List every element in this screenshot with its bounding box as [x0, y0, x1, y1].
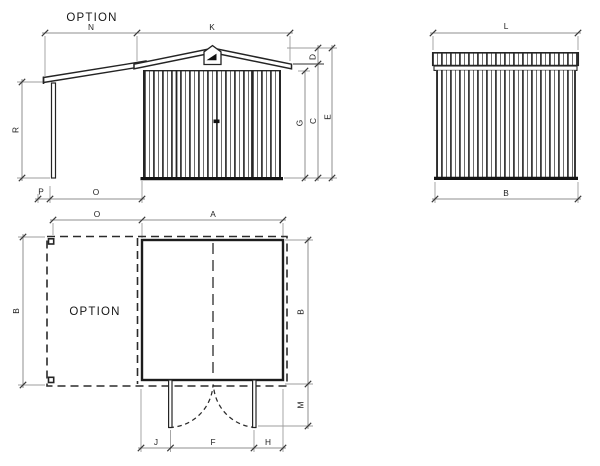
door-leaf-left — [168, 379, 173, 429]
plan-option-label: OPTION — [69, 306, 120, 318]
plan-dim-b-left: B — [11, 233, 45, 389]
plan-double-door — [168, 379, 257, 429]
front-option-awning — [42, 60, 147, 179]
plan-view: O A B OPTION — [11, 209, 313, 452]
plan-dim-label-a: A — [210, 209, 216, 219]
side-shed — [431, 51, 580, 180]
plan-post-top — [47, 238, 55, 245]
side-dim-label-l: L — [504, 21, 509, 31]
side-dim-b: B — [431, 182, 582, 203]
plan-dim-label-f: F — [210, 437, 215, 447]
side-roof-rail — [433, 65, 578, 71]
front-dim-gce: D G C E — [284, 44, 337, 182]
side-elevation: L B — [429, 21, 582, 203]
plan-dim-o-a: O A — [49, 209, 287, 238]
front-dim-label-c: C — [308, 118, 318, 124]
plan-dim-j-f-h: J F H — [137, 389, 287, 452]
plan-post-bottom — [47, 376, 55, 384]
front-dim-r: R — [11, 78, 50, 182]
door-swing-arc-right — [212, 384, 256, 429]
plan-dim-label-h: H — [265, 437, 271, 447]
front-shed — [133, 44, 293, 181]
plan-dim-label-b-left: B — [11, 308, 21, 314]
door-swing-arc-left — [169, 384, 214, 429]
side-dim-label-b: B — [503, 188, 509, 198]
front-wall-corrugation — [143, 70, 281, 178]
front-dim-label-o: O — [93, 187, 100, 197]
gable-vent-triangle-icon — [206, 53, 217, 61]
plan-dim-label-b-right: B — [296, 309, 306, 315]
side-wall-corrugation — [436, 70, 576, 178]
gable-vent — [203, 44, 222, 66]
side-roof-band — [432, 52, 579, 66]
front-dim-label-p: P — [38, 187, 44, 197]
door-handle-icon — [213, 119, 220, 124]
front-dim-label-d: D — [308, 54, 318, 60]
plan-dim-label-j: J — [154, 437, 158, 447]
awning-post — [50, 82, 57, 179]
plan-dim-label-o: O — [94, 209, 101, 219]
plan-dim-label-m: M — [296, 401, 306, 408]
front-dim-p-o: P O — [34, 181, 146, 203]
front-dim-label-e: E — [323, 114, 333, 120]
front-dim-n-k: N K — [41, 22, 294, 76]
front-elevation: OPTION N K R — [11, 12, 337, 203]
plan-roof-outline-dashed — [46, 235, 288, 387]
front-dim-label-n: N — [88, 22, 94, 32]
side-dim-l: L — [429, 21, 582, 50]
awning-roof — [42, 60, 147, 84]
front-dim-label-k: K — [209, 22, 215, 32]
front-option-label: OPTION — [66, 12, 117, 24]
front-dim-label-r: R — [11, 127, 21, 133]
door-leaf-right — [252, 379, 257, 429]
plan-dim-b-m-right: B M — [258, 236, 313, 430]
front-dim-label-g: G — [295, 120, 305, 126]
